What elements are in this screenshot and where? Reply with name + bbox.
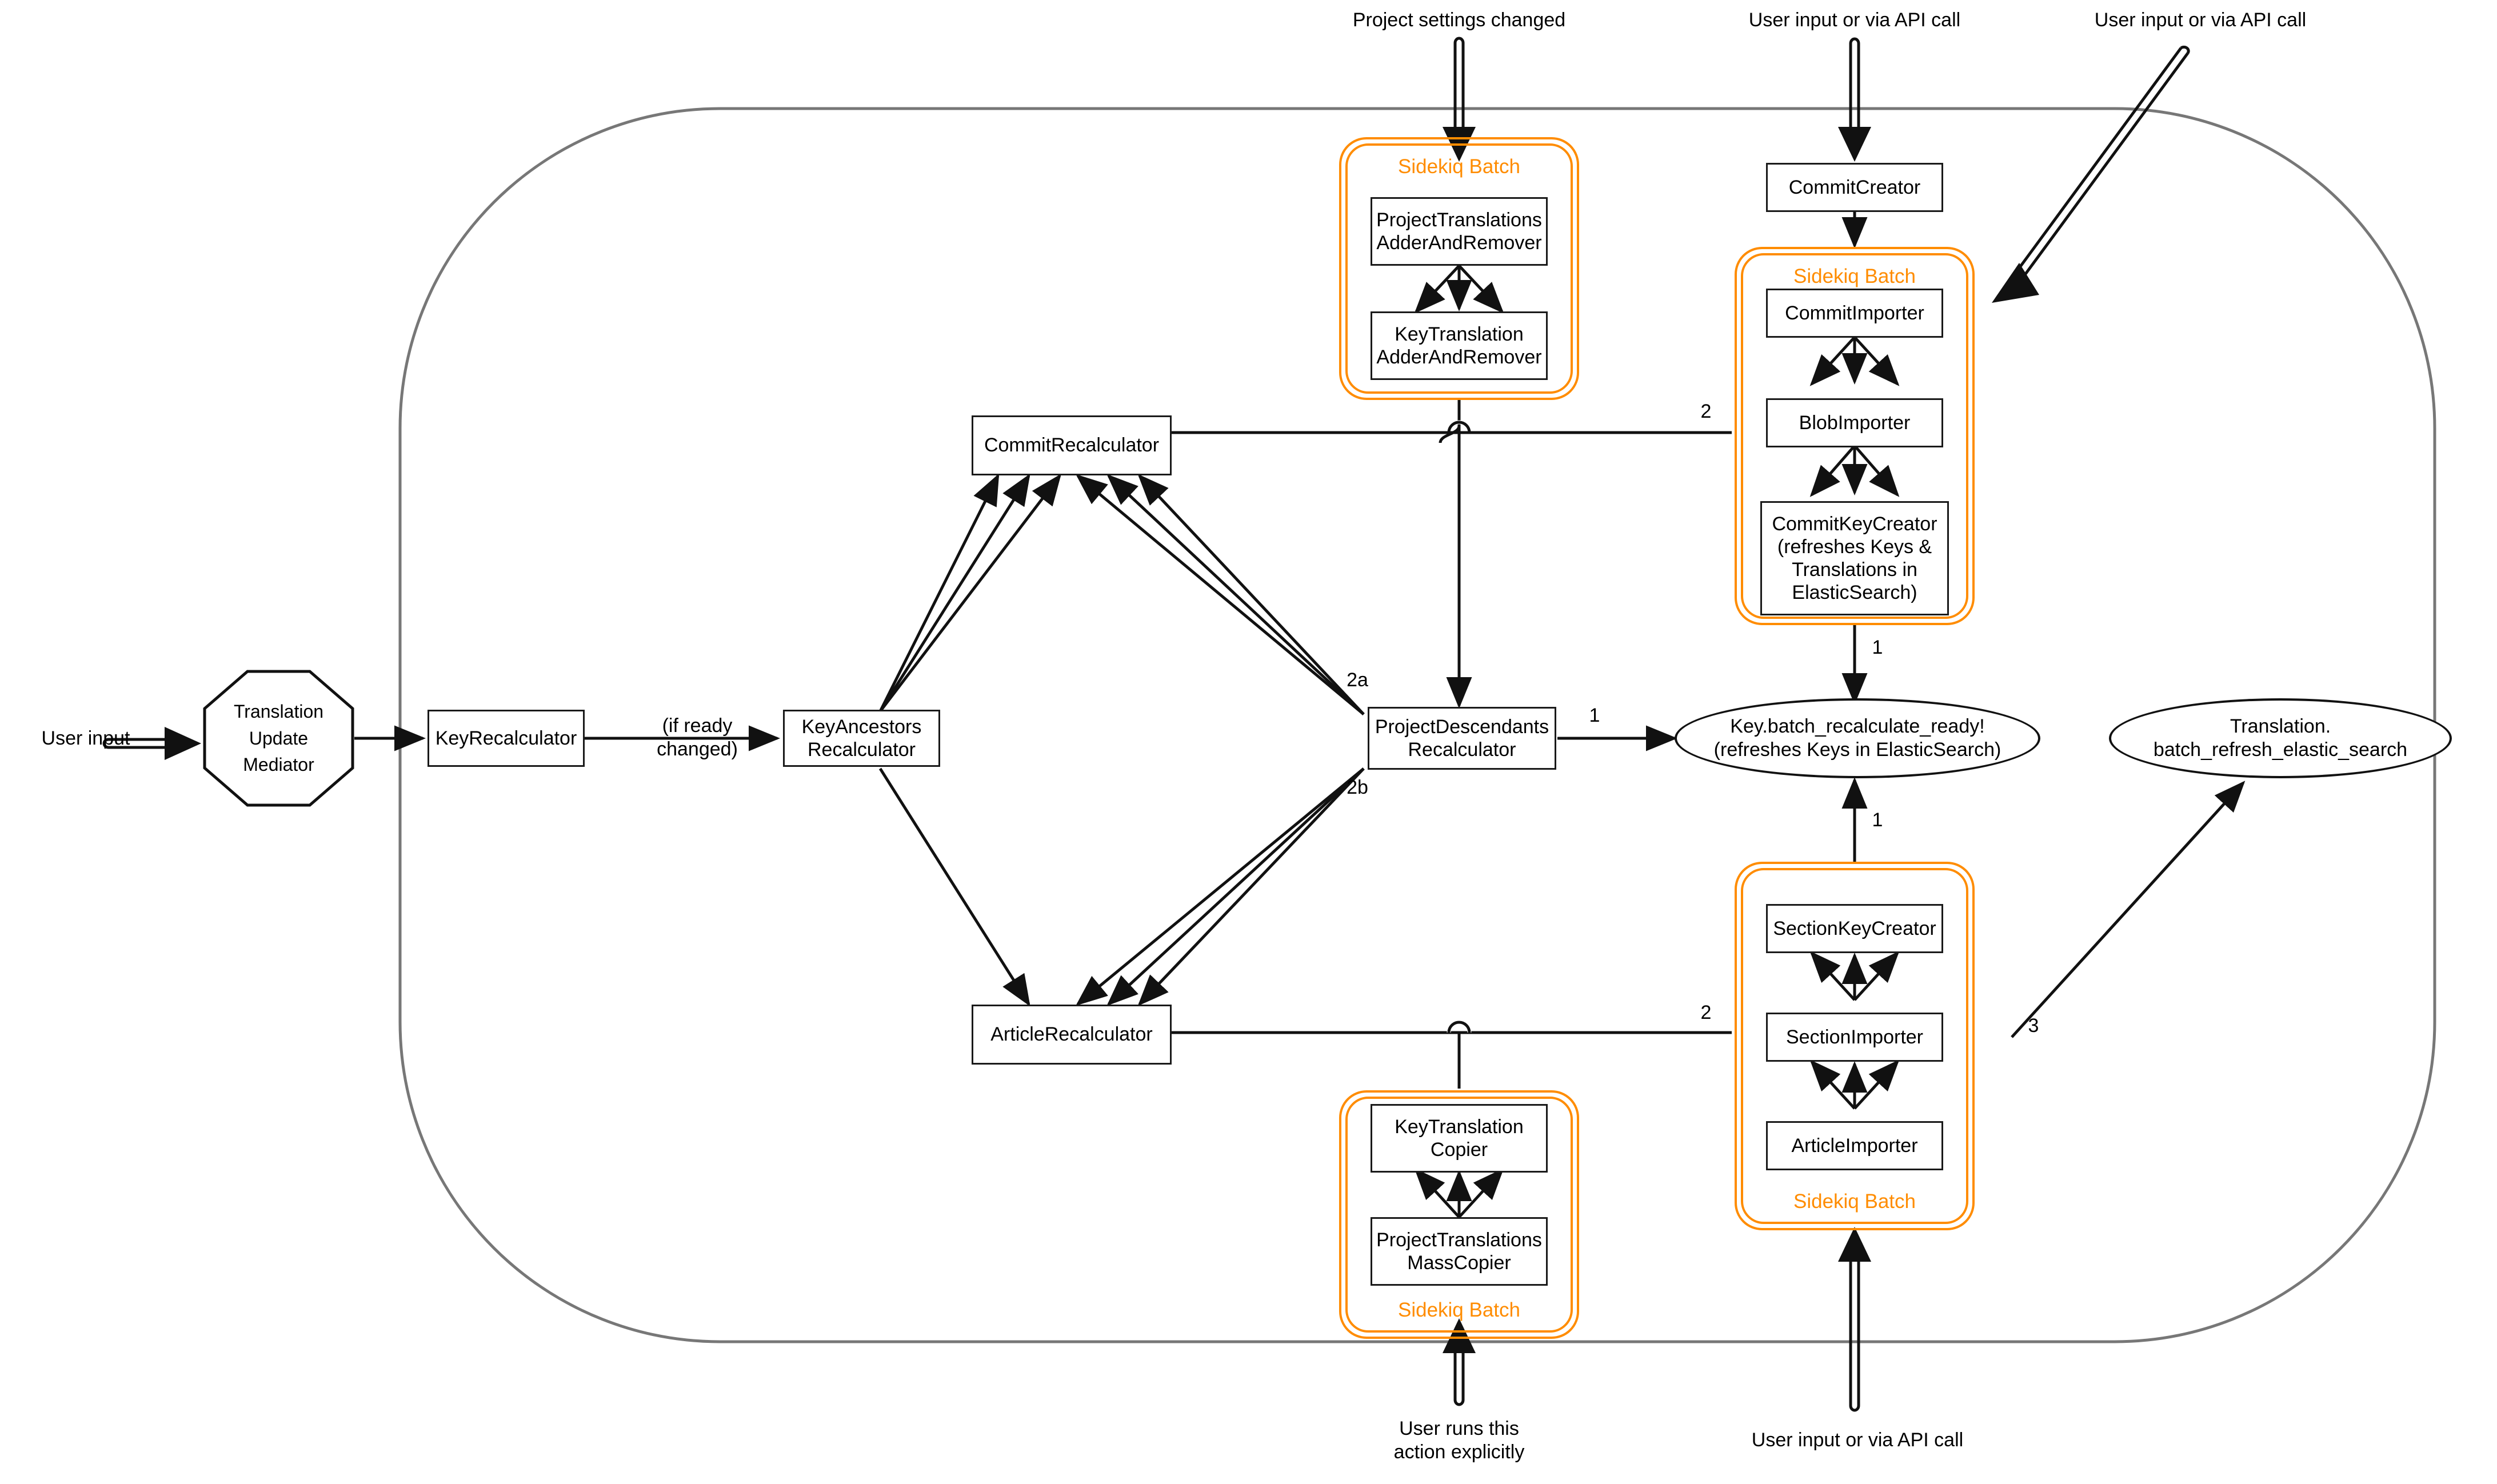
wire-hop-mask [1447, 420, 1472, 433]
edge-label-2b: 2b [1347, 777, 1368, 798]
fan-projectdescendants-to-articlerecalculator [1076, 767, 1365, 1006]
edge-label-sectionbatch-to-articlerecalculator: 2 [1700, 1002, 1712, 1023]
node-line-1: KeyTranslation [1395, 1115, 1524, 1138]
wire-hop [1447, 421, 1471, 433]
node-line-1: ProjectTranslations [1376, 209, 1542, 231]
node-commit-importer[interactable]: CommitImporter [1766, 289, 1943, 338]
label-user-input-api-commitimporter: User input or via API call [2094, 9, 2307, 31]
node-line-2: AdderAndRemover [1376, 346, 1542, 368]
node-key-translation-copier[interactable]: KeyTranslation Copier [1371, 1104, 1548, 1173]
label-user-input-api-commitcreator: User input or via API call [1748, 9, 1961, 31]
node-key-recalculator[interactable]: KeyRecalculator [428, 710, 585, 767]
batch-label-project-translations: Sidekiq Batch [1397, 155, 1521, 178]
edge-label-2a: 2a [1347, 669, 1368, 691]
edge-batch-pt-jump-a [1439, 425, 1461, 443]
edge-keyancestors-to-articlerecalculator [878, 767, 1030, 1007]
node-line-2: Copier [1430, 1139, 1488, 1161]
node-line-2: (refreshes Keys in ElasticSearch) [1713, 739, 2001, 761]
node-commit-recalculator[interactable]: CommitRecalculator [972, 415, 1172, 475]
node-line-2: Recalculator [1408, 739, 1516, 761]
node-line-4: ElasticSearch) [1792, 582, 1917, 604]
node-translation-update-mediator[interactable]: Translation Update Mediator [203, 670, 354, 807]
edge-label-if-ready-changed: (if ready changed) [634, 714, 760, 761]
node-line-1: Translation. [2230, 715, 2331, 738]
node-line-3: Translations in [1792, 559, 1917, 581]
edge-label-sectionbatch-to-ready: 1 [1872, 809, 1883, 831]
node-project-descendants-recalculator[interactable]: ProjectDescendants Recalculator [1368, 707, 1556, 770]
edge-label-projectdescendants-to-ready: 1 [1589, 705, 1600, 726]
node-line-2: batch_refresh_elastic_search [2153, 739, 2408, 761]
sidekiq-batch-section-import: Sidekiq Batch [1735, 862, 1975, 1230]
fan-projectdescendants-to-commitrecalculator [1076, 474, 1365, 715]
node-line-1: ProjectTranslations [1376, 1229, 1542, 1251]
edge-label-commitkeycreator-to-ready: 1 [1872, 637, 1883, 658]
sidekiq-batch-commit-import: Sidekiq Batch [1735, 247, 1975, 625]
node-project-translations-mass-copier[interactable]: ProjectTranslations MassCopier [1371, 1217, 1548, 1286]
octagon-shape [203, 670, 354, 807]
node-article-recalculator[interactable]: ArticleRecalculator [972, 1005, 1172, 1065]
wire-hop-2 [1447, 1021, 1471, 1033]
edge-sectionbatch-to-translationrefresh [2011, 781, 2246, 1038]
external-arrow-user-api-commitcreator [1838, 37, 1871, 162]
label-project-settings-changed: Project settings changed [1352, 9, 1566, 31]
node-section-importer[interactable]: SectionImporter [1766, 1013, 1943, 1062]
node-line-1: KeyAncestors [801, 715, 922, 738]
node-line-2: AdderAndRemover [1376, 232, 1542, 254]
node-line-1: CommitKeyCreator [1772, 513, 1937, 535]
batch-label-translation-copy: Sidekiq Batch [1397, 1299, 1521, 1321]
label-user-runs-explicitly-line2: action explicitly [1393, 1441, 1525, 1463]
node-commit-creator[interactable]: CommitCreator [1766, 163, 1943, 212]
sidekiq-batch-translation-copy: Sidekiq Batch [1339, 1090, 1579, 1339]
node-key-batch-recalculate-ready[interactable]: Key.batch_recalculate_ready! (refreshes … [1675, 698, 2040, 778]
external-arrow-user-api-bottom [1838, 1227, 1871, 1412]
label-user-input-left: User input [41, 727, 130, 749]
node-translation-update-mediator-text: Translation Update Mediator [203, 670, 354, 807]
node-translation-batch-refresh-elastic-search[interactable]: Translation. batch_refresh_elastic_searc… [2109, 698, 2452, 778]
batch-label-section-import: Sidekiq Batch [1793, 1190, 1916, 1213]
node-line-2: Update [249, 727, 309, 749]
batch-label-commit-import: Sidekiq Batch [1793, 265, 1916, 287]
node-line-2: Recalculator [808, 739, 916, 761]
node-project-translations-adder-and-remover[interactable]: ProjectTranslations AdderAndRemover [1371, 197, 1548, 266]
edge-label-sectionbatch-to-translationrefresh: 3 [2028, 1015, 2039, 1037]
wire-hop-mask-2 [1447, 1020, 1472, 1033]
label-user-runs-explicitly: User runs this action explicitly [1333, 1417, 1585, 1464]
node-section-key-creator[interactable]: SectionKeyCreator [1766, 904, 1943, 953]
label-user-input-api-bottom: User input or via API call [1751, 1429, 1964, 1451]
label-user-runs-explicitly-line1: User runs this [1399, 1418, 1519, 1439]
node-line-3: Mediator [243, 754, 314, 775]
fan-keyancestors-to-commitrecalculator [878, 473, 1062, 713]
node-line-1: ProjectDescendants [1375, 715, 1549, 738]
node-commit-key-creator[interactable]: CommitKeyCreator (refreshes Keys & Trans… [1760, 501, 1949, 615]
node-line-2: (refreshes Keys & [1777, 535, 1932, 558]
external-arrow-user-api-commitimporter [1992, 45, 2190, 303]
sidekiq-batch-project-translations: Sidekiq Batch [1339, 137, 1579, 400]
edge-label-if-ready-changed-line1: (if ready [662, 715, 733, 737]
node-blob-importer[interactable]: BlobImporter [1766, 398, 1943, 447]
node-key-ancestors-recalculator[interactable]: KeyAncestors Recalculator [783, 710, 940, 767]
edge-label-commitbatch-to-commitrecalculator: 2 [1700, 401, 1712, 422]
node-line-1: KeyTranslation [1395, 323, 1524, 345]
node-article-importer[interactable]: ArticleImporter [1766, 1121, 1943, 1170]
edge-label-if-ready-changed-line2: changed) [657, 738, 738, 760]
node-line-1: Translation [233, 701, 324, 722]
node-line-1: Key.batch_recalculate_ready! [1730, 715, 1985, 738]
node-line-2: MassCopier [1407, 1252, 1511, 1274]
node-key-translation-adder-and-remover[interactable]: KeyTranslation AdderAndRemover [1371, 311, 1548, 380]
